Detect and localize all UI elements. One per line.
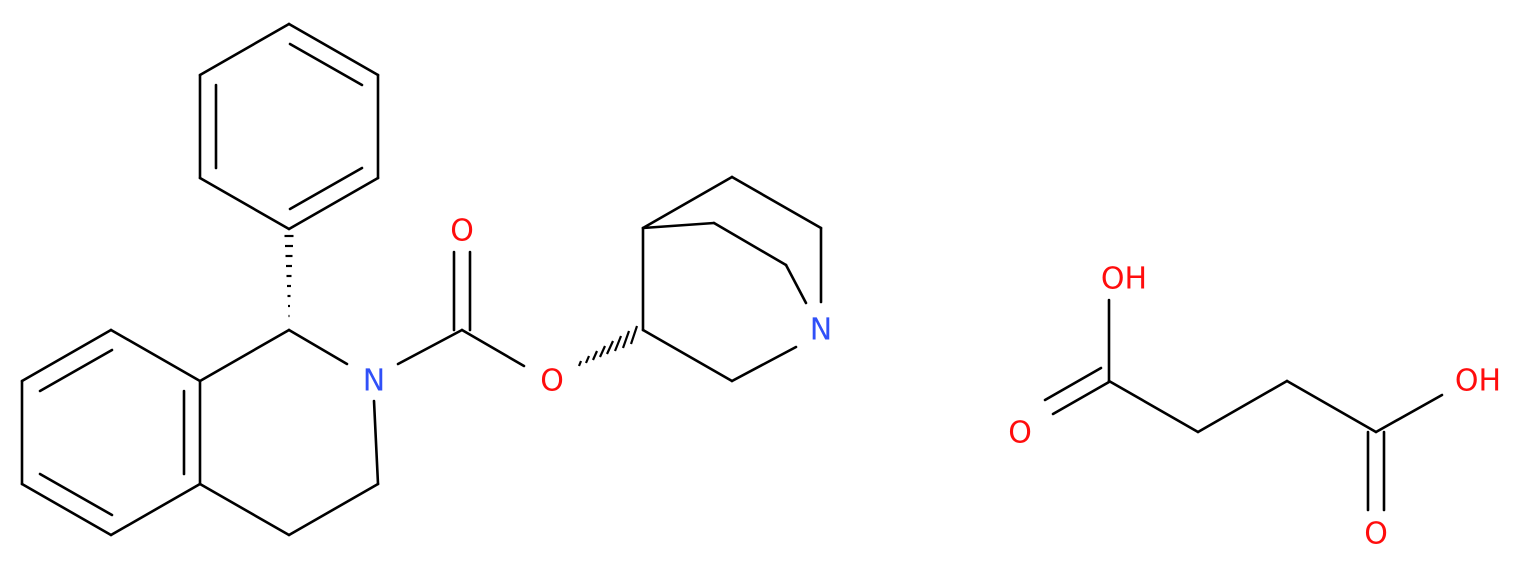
stereo-hash-bond-phenyl [284,234,294,318]
acid-hydroxyl-label-left: OH [1101,262,1147,297]
carbonyl-oxygen-label: O [450,214,474,249]
succinic-acid [1043,298,1444,512]
stereo-hash-bond-ester [577,325,639,367]
quinuclidine-nitrogen-label: N [810,313,832,348]
ring-nitrogen-label: N [363,364,385,399]
acid-carbonyl-oxygen-label-right: O [1364,517,1388,552]
acid-carbonyl-oxygen-label-left: O [1008,416,1032,451]
tetrahydroisoquinoline [20,328,464,537]
ester-oxygen-label: O [540,364,564,399]
atom-labels: O O N N OH O OH O [363,214,1501,552]
phenyl-ring [198,22,380,231]
quinuclidine [641,175,823,383]
carbamate-group [452,250,526,368]
acid-hydroxyl-label-right: OH [1455,364,1501,399]
